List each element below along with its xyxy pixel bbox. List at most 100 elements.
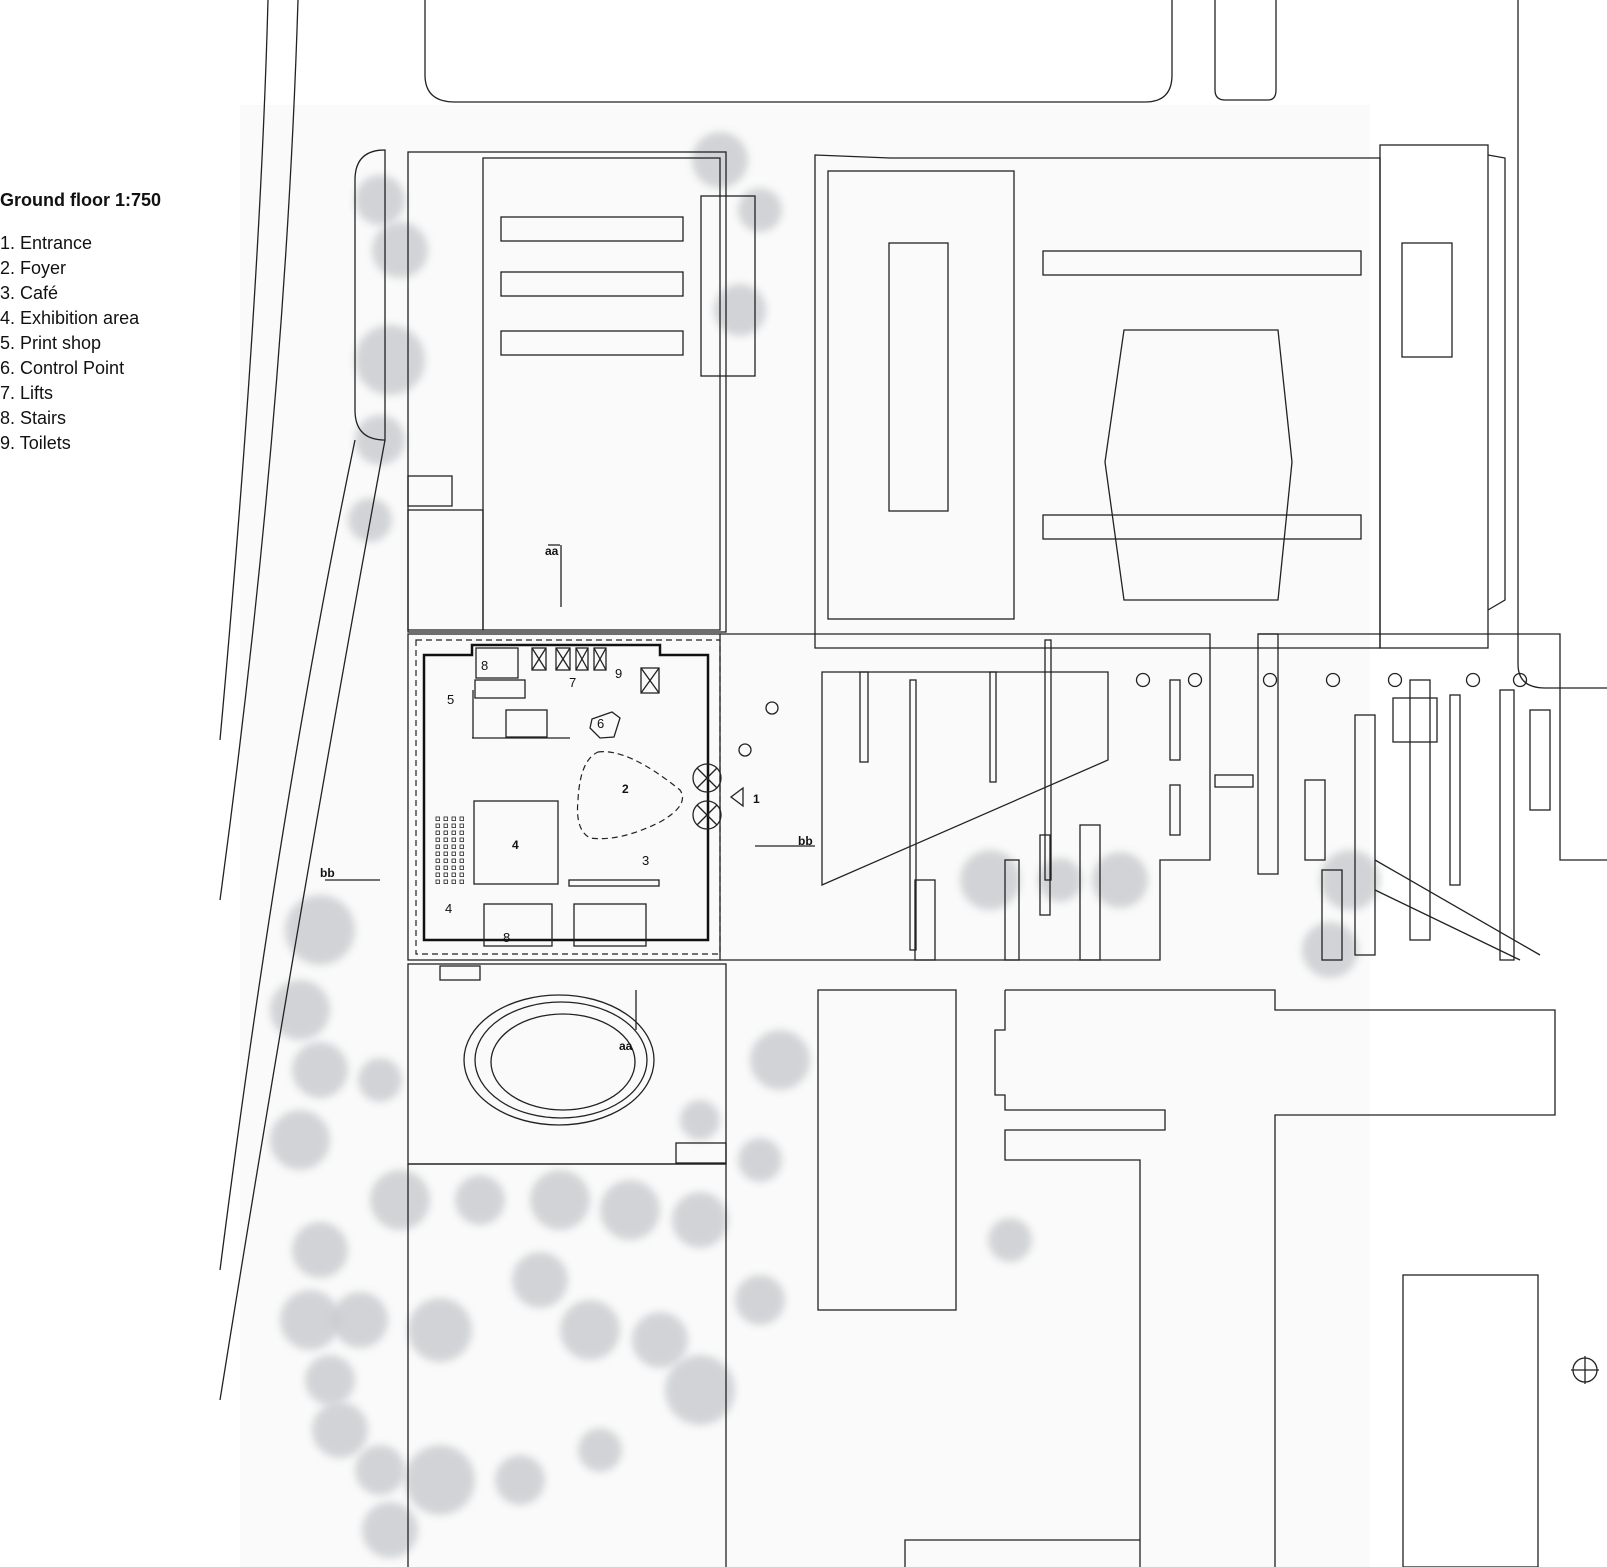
bollard [738, 743, 752, 757]
seat [443, 879, 448, 884]
seat [459, 830, 464, 835]
seat [435, 816, 440, 821]
legend-item-entrance: 1. Entrance [0, 233, 93, 253]
rotunda-ring [474, 1001, 648, 1119]
label-cafe: 3 [642, 853, 649, 868]
building-edge [904, 1539, 1140, 1567]
tree-icon [1092, 852, 1148, 908]
building-se-2 [1005, 989, 1556, 1567]
tree-icon [714, 284, 766, 336]
shaft [640, 667, 660, 694]
paving-slab [1169, 784, 1181, 836]
seat [459, 844, 464, 849]
tree-icon [312, 1402, 368, 1458]
hexagonal-hall [1104, 329, 1293, 601]
stairs-south-core [483, 903, 553, 947]
tree-icon [665, 1355, 735, 1425]
seat [443, 830, 448, 835]
tree-icon [512, 1252, 568, 1308]
label-stairs-north: 8 [481, 658, 488, 673]
bollard [1325, 672, 1341, 688]
paving-slab [1044, 639, 1052, 881]
tree-icon [455, 1175, 505, 1225]
paving-slabs [859, 633, 1551, 961]
tree-icon [292, 1042, 348, 1098]
revolving-door [692, 800, 722, 830]
roof-element [500, 271, 684, 297]
paving-slab [1304, 779, 1326, 861]
sloped-plaza [821, 671, 1109, 886]
section-aa-label: aa [545, 544, 559, 558]
seat [435, 823, 440, 828]
seat [459, 837, 464, 842]
building-se-1 [817, 989, 957, 1311]
seat [443, 858, 448, 863]
roof-element [500, 216, 684, 242]
seat [435, 837, 440, 842]
roof-element [700, 195, 756, 377]
paving-slab [1169, 679, 1181, 761]
road-edge [219, 0, 299, 901]
paving-slab [1004, 859, 1020, 961]
section-aa-label-south: aa [619, 1039, 633, 1053]
rotunda-ring [463, 994, 655, 1126]
tree-icon [738, 1138, 782, 1182]
stair-box [675, 1142, 727, 1164]
seat [443, 844, 448, 849]
paving-slab [914, 879, 936, 961]
legend-item-foyer: 2. Foyer [0, 258, 67, 278]
seat [443, 872, 448, 877]
tree-icon [672, 1192, 728, 1248]
tree-icon [270, 980, 330, 1040]
legend-item-control-point: 6. Control Point [0, 358, 125, 378]
seat [435, 879, 440, 884]
tree-icon [408, 1298, 472, 1362]
foyer-outline [576, 751, 684, 840]
seat [451, 837, 456, 842]
legend-item-toilets: 9. Toilets [0, 433, 71, 453]
stairs-north [475, 647, 519, 679]
plaza-edge [1258, 633, 1607, 861]
bollards [1135, 672, 1528, 688]
seat [451, 879, 456, 884]
label-lifts: 7 [569, 675, 576, 690]
seat [451, 823, 456, 828]
bollard [1262, 672, 1278, 688]
bollard [1187, 672, 1203, 688]
seat [435, 872, 440, 877]
tree-icon [578, 1428, 622, 1472]
tree-icon [305, 1355, 355, 1405]
paving-slab [1354, 714, 1376, 956]
tree-icon [495, 1455, 545, 1505]
seat [459, 816, 464, 821]
bollard [1387, 672, 1403, 688]
tree-icon [560, 1300, 620, 1360]
seat [443, 823, 448, 828]
label-toilets: 9 [615, 666, 622, 681]
seat [459, 851, 464, 856]
tree-icon [355, 1445, 405, 1495]
roof-element [1042, 514, 1362, 540]
tree-icon [1320, 850, 1380, 910]
main-building-wall [422, 643, 710, 942]
paving-slab [1529, 709, 1551, 811]
lifts [531, 647, 607, 671]
paving-slab [909, 679, 917, 951]
ramp [1374, 859, 1541, 961]
label-foyer: 2 [622, 782, 629, 796]
seat [451, 816, 456, 821]
tree-icon [600, 1180, 660, 1240]
paving-slab [1321, 869, 1343, 961]
courtyard [827, 170, 1015, 620]
roof-element [1042, 250, 1362, 276]
bench [1214, 774, 1254, 788]
traffic-island [354, 149, 386, 441]
kiosk [1392, 697, 1438, 743]
building-nw [407, 151, 727, 633]
bollard [765, 701, 779, 715]
park [407, 1163, 727, 1567]
tree-icon [530, 1170, 590, 1230]
paving-slab [1079, 824, 1101, 961]
canopy-outline [415, 639, 721, 955]
label-exhibition-inner: 4 [512, 838, 519, 852]
